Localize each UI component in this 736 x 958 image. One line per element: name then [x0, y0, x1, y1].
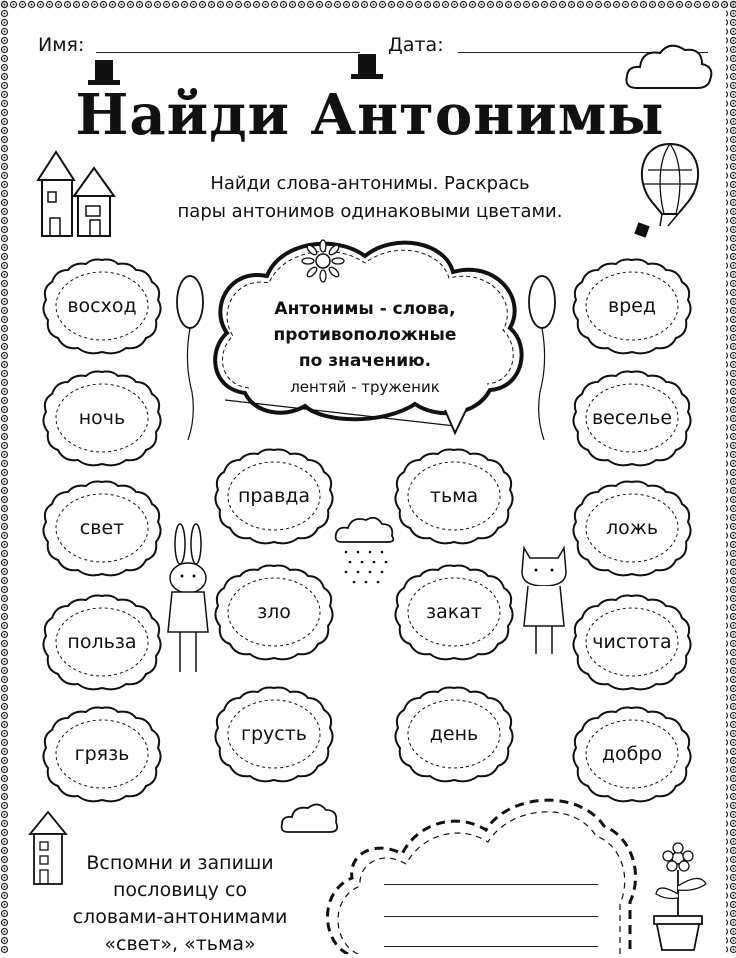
- hot-air-balloon-icon: [634, 142, 700, 238]
- word-label: польза: [67, 631, 137, 653]
- instructions-line-1: Найди слова-антонимы. Раскрась: [210, 173, 530, 194]
- word-label: веселье: [591, 407, 673, 429]
- word-label: чистота: [592, 631, 672, 653]
- word-label: грязь: [74, 743, 130, 765]
- date-label: Дата:: [388, 34, 444, 56]
- rain-cloud-icon: [334, 516, 395, 584]
- word-bubble[interactable]: свет: [42, 478, 162, 578]
- word-label: правда: [237, 485, 311, 507]
- task-line-3: словами-антонимами: [72, 906, 288, 928]
- definition-example: лентяй - труженик: [290, 378, 440, 396]
- answer-line[interactable]: [384, 946, 598, 947]
- sun-flower-icon: [301, 239, 345, 283]
- balloon-icon: [176, 275, 204, 441]
- page-title: Найди Антонимы: [75, 82, 665, 148]
- word-bubble[interactable]: вред: [572, 256, 692, 356]
- word-bubble[interactable]: веселье: [572, 368, 692, 468]
- definition-cloud: [213, 240, 524, 436]
- task-line-1: Вспомни и запиши: [86, 852, 274, 874]
- word-label: день: [429, 723, 479, 745]
- instructions-line-2: пары антонимов одинаковыми цветами.: [177, 201, 563, 222]
- word-bubble[interactable]: добро: [572, 704, 692, 804]
- word-bubble[interactable]: грусть: [214, 684, 334, 784]
- word-label: грусть: [241, 723, 307, 745]
- word-bubble[interactable]: ложь: [572, 478, 692, 578]
- word-bubble[interactable]: зло: [214, 562, 334, 662]
- answer-cloud: [326, 798, 637, 954]
- cloud-icon: [625, 44, 713, 89]
- word-label: вред: [607, 295, 657, 317]
- word-label: добро: [601, 743, 663, 765]
- word-bubble[interactable]: ночь: [42, 368, 162, 468]
- house-icon: [28, 810, 68, 885]
- word-bubble[interactable]: восход: [42, 256, 162, 356]
- word-label: ложь: [605, 517, 659, 539]
- definition-line-2: противоположные: [273, 325, 457, 345]
- name-label: Имя:: [38, 34, 85, 56]
- word-bubble[interactable]: правда: [214, 446, 334, 546]
- flower-pot-icon: [653, 842, 707, 951]
- word-label: восход: [67, 295, 137, 317]
- balloon-icon: [528, 275, 556, 441]
- definition-line-1: Антонимы - слова,: [274, 299, 456, 319]
- definition-text: Антонимы - слова, противоположные по зна…: [240, 296, 490, 398]
- top-hat-icon: [88, 60, 120, 85]
- word-bubble[interactable]: грязь: [42, 704, 162, 804]
- house-icon: [36, 150, 116, 237]
- task-line-2: пословицу со: [112, 879, 248, 901]
- instructions: Найди слова-антонимы. Раскрась пары анто…: [120, 170, 620, 226]
- word-label: тьма: [429, 485, 479, 507]
- task-text: Вспомни и запиши пословицу со словами-ан…: [50, 850, 310, 958]
- word-bubble[interactable]: день: [394, 684, 514, 784]
- date-input-line[interactable]: [458, 52, 708, 53]
- name-input-line[interactable]: [96, 52, 360, 53]
- word-label: закат: [426, 601, 482, 623]
- cat-icon: [521, 545, 567, 654]
- word-bubble[interactable]: польза: [42, 592, 162, 692]
- word-label: свет: [79, 517, 125, 539]
- task-line-4: «свет», «тьма»: [104, 933, 256, 955]
- bunny-icon: [167, 523, 209, 672]
- word-bubble[interactable]: тьма: [394, 446, 514, 546]
- definition-line-3: по значению.: [298, 351, 432, 371]
- word-label: ночь: [78, 407, 126, 429]
- word-bubble[interactable]: чистота: [572, 592, 692, 692]
- top-hat-icon: [351, 54, 383, 79]
- cloud-icon: [280, 803, 339, 833]
- word-label: зло: [257, 601, 291, 623]
- answer-line[interactable]: [384, 916, 598, 917]
- answer-line[interactable]: [384, 884, 598, 885]
- word-bubble[interactable]: закат: [394, 562, 514, 662]
